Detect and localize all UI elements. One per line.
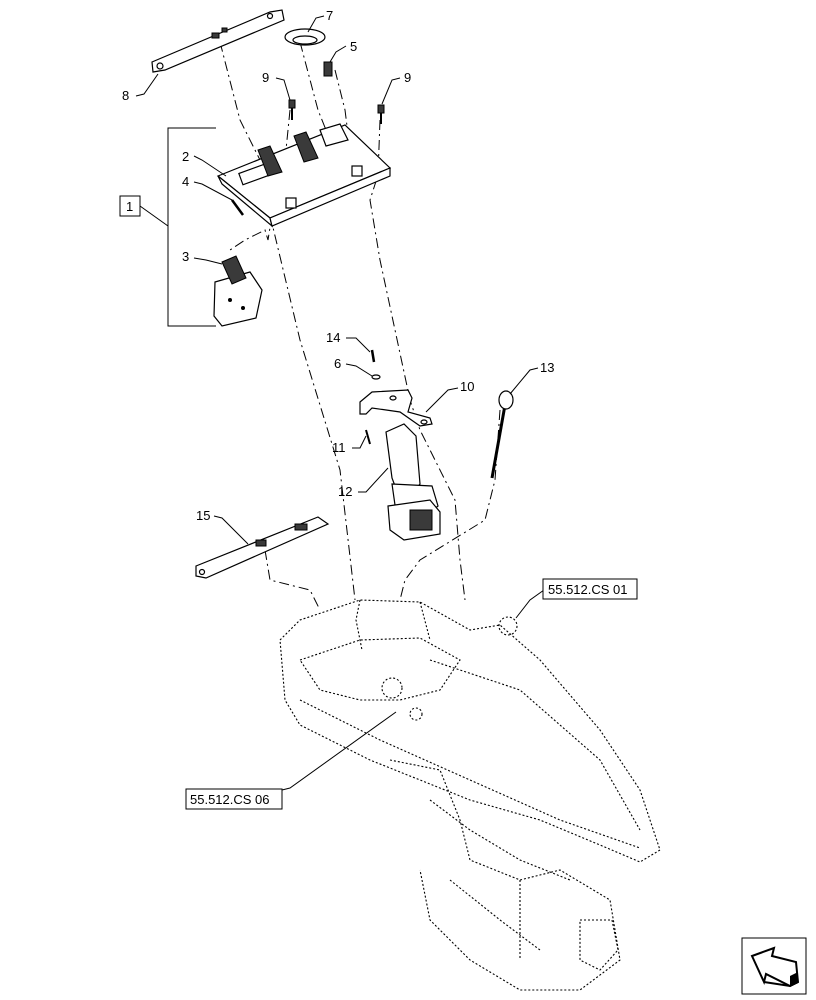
reference-cs01-label[interactable]: 55.512.CS 01	[548, 582, 628, 597]
part-13-lever-rod	[490, 390, 514, 479]
part-9-screw-left	[288, 99, 296, 120]
part-5-clip	[323, 61, 333, 77]
navigation-arrow-icon[interactable]	[741, 937, 807, 995]
reference-link-cs01[interactable]: 55.512.CS 01	[542, 578, 638, 600]
callout-6: 6	[334, 356, 341, 371]
part-9-screw-right	[377, 104, 385, 124]
console-housing-outline	[279, 599, 661, 991]
callout-13: 13	[540, 360, 554, 375]
callout-5: 5	[350, 39, 357, 54]
callout-1: 1	[126, 199, 133, 214]
reference-cs06-label[interactable]: 55.512.CS 06	[190, 792, 270, 807]
part-11-screw	[365, 429, 371, 445]
callout-8: 8	[122, 88, 129, 103]
callout-3: 3	[182, 249, 189, 264]
callout-labels: 1 2 3 4 5 6 7 8 9 9 10 11 12 13 14 15	[119, 8, 554, 523]
callout-11: 11	[332, 440, 346, 455]
part-7-grommet	[284, 28, 326, 46]
callout-12: 12	[338, 484, 352, 499]
part-15-decal-plate	[195, 516, 330, 579]
part-12-joystick	[385, 423, 441, 541]
part-8-cover-plate	[151, 9, 285, 73]
callout-10: 10	[460, 379, 474, 394]
callout-9-left: 9	[262, 70, 269, 85]
callout-4: 4	[182, 174, 189, 189]
part-14-screw	[370, 349, 376, 363]
part-4-pin	[230, 199, 245, 216]
phantom-assembly-lines	[219, 41, 501, 611]
assembly-1-bracket	[139, 127, 216, 327]
part-6-washer	[371, 374, 381, 380]
part-3-switch-module	[213, 255, 263, 327]
leader-lines	[135, 15, 545, 791]
callout-7: 7	[326, 8, 333, 23]
callout-15: 15	[196, 508, 210, 523]
callout-1-box	[119, 195, 141, 217]
reference-link-cs06[interactable]: 55.512.CS 06	[185, 788, 283, 810]
callout-2: 2	[182, 149, 189, 164]
callout-14: 14	[326, 330, 340, 345]
callout-9-right: 9	[404, 70, 411, 85]
part-10-bracket	[359, 389, 433, 427]
part-2-switch-panel	[216, 123, 392, 228]
